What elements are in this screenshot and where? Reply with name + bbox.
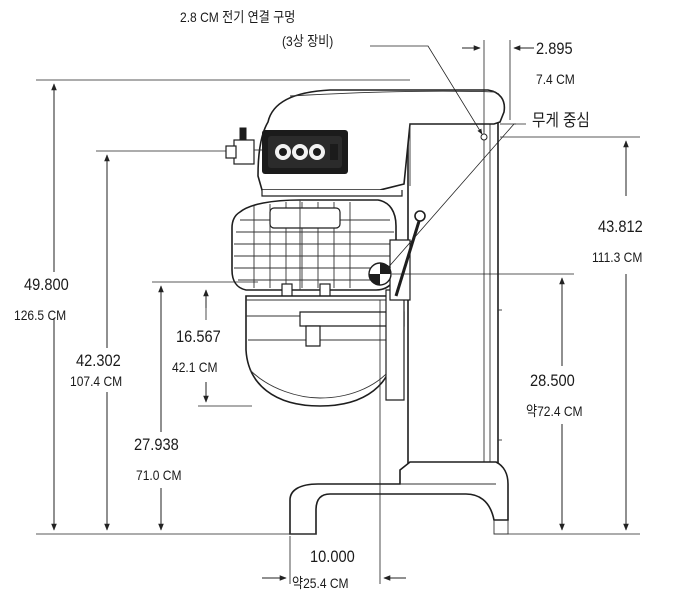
cog-height-cm: 111.3 CM — [592, 249, 643, 265]
top-offset-inches: 2.895 — [536, 39, 573, 58]
total-height-inches: 49.800 — [24, 275, 69, 294]
dimension-lines — [36, 40, 640, 584]
bowl-top-cm: 71.0 CM — [136, 467, 182, 483]
total-height-cm: 126.5 CM — [14, 307, 67, 323]
cog-height-inches: 43.812 — [598, 217, 643, 236]
bottom-offset-inches: 10.000 — [310, 547, 355, 566]
bowl-depth-inches: 16.567 — [176, 327, 221, 346]
bowl-depth-cm: 42.1 CM — [172, 359, 218, 375]
head-height-cm: 107.4 CM — [70, 373, 123, 389]
bottom-offset-cm: 약25.4 CM — [292, 575, 349, 591]
bowl-top-inches: 27.938 — [134, 435, 179, 454]
power-hole-label: 2.8 CM 전기 연결 구멍 — [180, 9, 296, 25]
power-hole-note: (3상 장비) — [282, 33, 334, 49]
base-to-cog-cm: 약72.4 CM — [526, 403, 583, 419]
top-offset-cm: 7.4 CM — [536, 71, 575, 87]
mixer-outline — [225, 89, 509, 535]
center-of-gravity-label: 무게 중심 — [532, 111, 590, 130]
base-to-cog-inches: 28.500 — [530, 371, 575, 390]
head-height-inches: 42.302 — [76, 351, 121, 370]
